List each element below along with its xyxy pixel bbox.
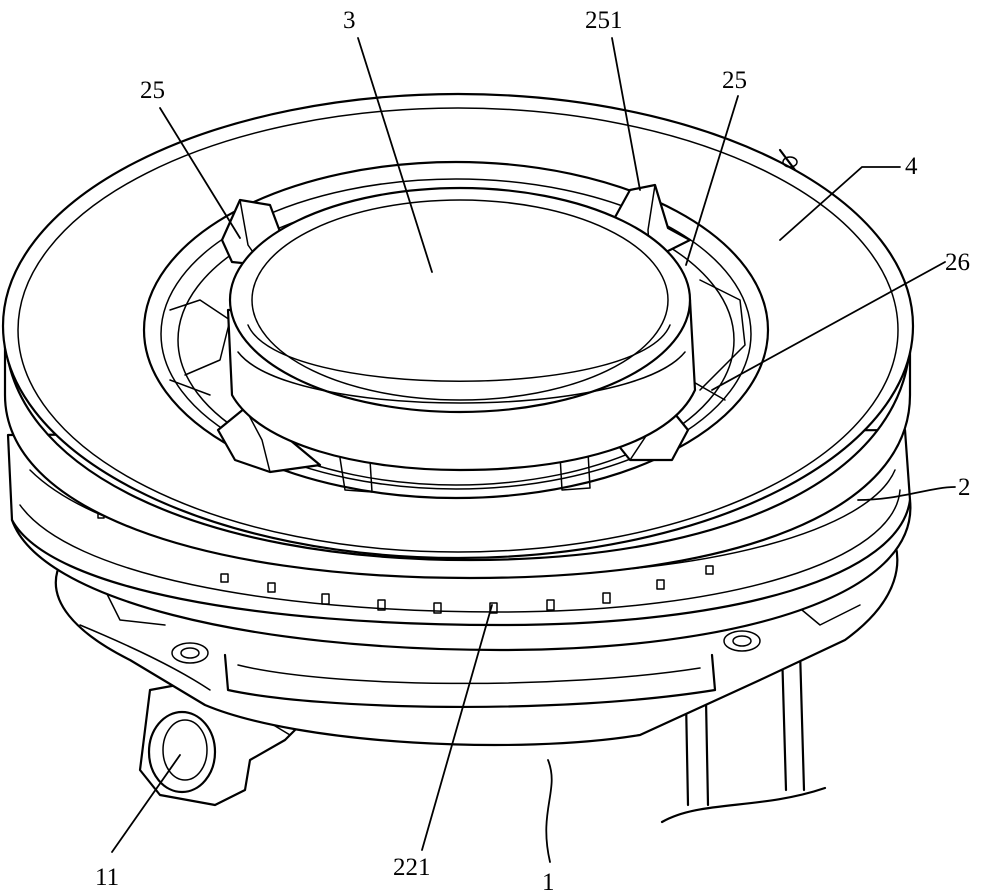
leader-25-right — [685, 95, 739, 266]
leader-221 — [421, 604, 493, 851]
label-26: 26 — [945, 249, 970, 276]
leader-1 — [545, 759, 553, 863]
label-1: 1 — [542, 869, 555, 896]
label-2: 2 — [958, 474, 971, 501]
leader-lines — [111, 37, 956, 863]
leader-251 — [611, 37, 641, 191]
label-4: 4 — [905, 153, 918, 180]
leader-26 — [711, 261, 946, 391]
part-labels: 3 251 25 25 4 26 2 221 11 1 — [95, 7, 971, 896]
leader-2 — [857, 486, 956, 501]
label-11: 11 — [95, 864, 119, 891]
leader-4 — [779, 166, 901, 241]
central-fire-cover — [226, 186, 697, 472]
label-25-right: 25 — [722, 67, 747, 94]
leader-11 — [111, 754, 181, 853]
label-25-left: 25 — [140, 77, 165, 104]
support-leg — [660, 648, 827, 824]
label-3: 3 — [343, 7, 356, 34]
label-221: 221 — [393, 854, 431, 881]
leader-25-left — [159, 107, 241, 239]
leader-3 — [357, 37, 433, 273]
label-251: 251 — [585, 7, 623, 34]
